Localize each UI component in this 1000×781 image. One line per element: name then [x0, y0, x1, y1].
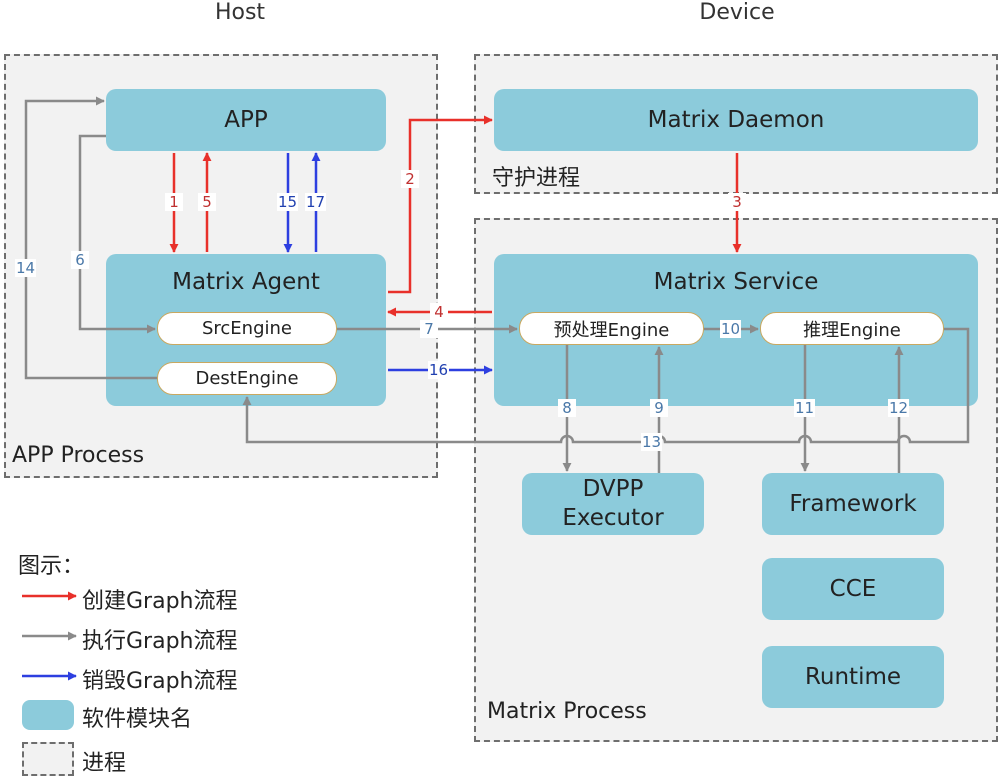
step-label-9: 9 [650, 399, 668, 417]
legend-process-swatch [22, 742, 74, 776]
runtime-module: Runtime [762, 646, 944, 708]
framework-module: Framework [762, 473, 944, 535]
matrix-daemon-module: Matrix Daemon [494, 89, 978, 151]
arrow-6 [78, 134, 156, 334]
arrow-13 [242, 327, 970, 444]
daemon-process-label: 守护进程 [492, 166, 581, 191]
step-label-1: 1 [165, 193, 183, 211]
legend-execute-label: 执行Graph流程 [82, 629, 238, 654]
legend-title: 图示： [18, 554, 85, 579]
inference-engine: 推理Engine [760, 312, 944, 345]
step-label-2: 2 [401, 170, 419, 188]
legend-process-label: 进程 [82, 751, 127, 776]
host-title: Host [214, 0, 266, 25]
step-label-17: 17 [305, 193, 327, 211]
step-label-12: 12 [888, 399, 910, 417]
step-label-15: 15 [277, 193, 299, 211]
cce-module: CCE [762, 558, 944, 620]
legend-module-swatch [22, 700, 74, 730]
step-label-5: 5 [198, 193, 216, 211]
app-process-label: APP Process [12, 443, 145, 468]
step-label-7: 7 [420, 320, 438, 338]
legend-destroy-label: 销毁Graph流程 [82, 669, 238, 694]
step-label-3: 3 [728, 193, 746, 211]
step-label-10: 10 [720, 320, 742, 338]
step-label-14: 14 [15, 259, 37, 277]
arrow-14 [24, 96, 157, 380]
step-label-8: 8 [558, 399, 576, 417]
legend-create-label: 创建Graph流程 [82, 589, 238, 614]
step-label-4: 4 [430, 303, 448, 321]
src-engine: SrcEngine [157, 312, 337, 345]
step-label-6: 6 [71, 251, 89, 269]
arrow-2 [388, 115, 493, 294]
legend-module-label: 软件模块名 [82, 707, 193, 732]
matrix-process-label: Matrix Process [487, 699, 647, 724]
dest-engine: DestEngine [157, 362, 337, 395]
app-module: APP [106, 89, 386, 151]
device-title: Device [699, 0, 775, 25]
step-label-13: 13 [641, 433, 663, 451]
dvpp-executor-module: DVPP Executor [522, 473, 704, 535]
step-label-11: 11 [794, 399, 816, 417]
preprocess-engine: 预处理Engine [519, 312, 704, 345]
step-label-16: 16 [428, 361, 450, 379]
